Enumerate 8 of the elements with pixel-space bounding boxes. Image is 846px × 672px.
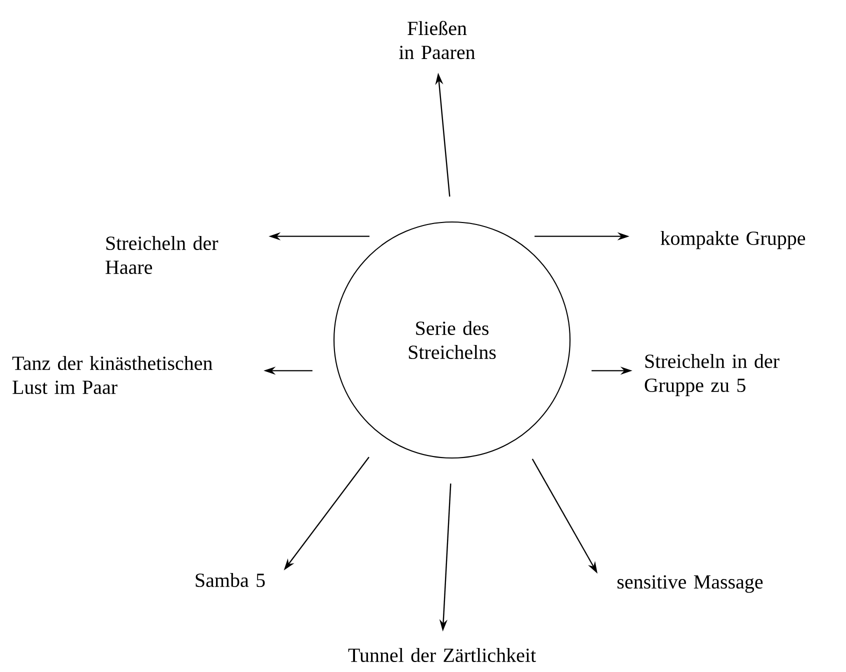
topic-label: Streicheln der Haare (106, 236, 218, 274)
topic-label: Tunnel der Zärtlichkeit (348, 648, 536, 662)
topic-label: Samba 5 (196, 572, 265, 588)
topic-label: Tanz der kinästhetischen Lust im Paar (12, 356, 212, 394)
topic-label: kompakte Gruppe (660, 230, 806, 250)
topic-label: sensitive Massage (618, 575, 763, 593)
topic-label: Streicheln in der Gruppe zu 5 (644, 354, 780, 396)
topic-label: Fließen in Paaren (399, 20, 476, 60)
